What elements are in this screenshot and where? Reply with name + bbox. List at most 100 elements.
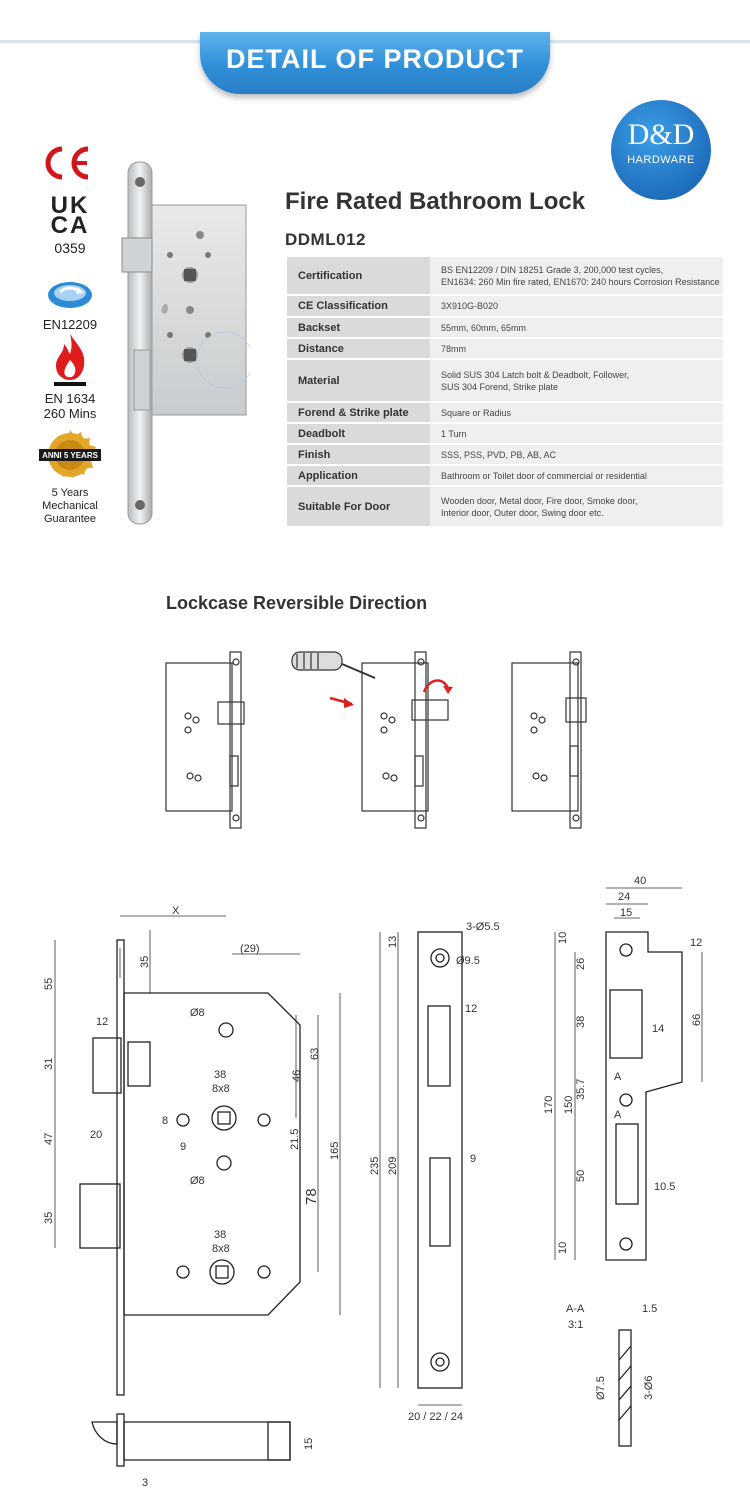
dim-label: 35 xyxy=(43,1212,55,1224)
dim-label: 20 xyxy=(90,1129,102,1141)
svg-text:ANNI 5 YEARS: ANNI 5 YEARS xyxy=(42,451,99,460)
reversible-step-1 xyxy=(165,651,245,829)
dim-label: 50 xyxy=(575,1170,587,1182)
dim-label: 46 xyxy=(291,1070,303,1082)
dim-label: 9 xyxy=(470,1153,476,1165)
dim-label: 3 xyxy=(142,1477,148,1489)
logo-main-text: D&D xyxy=(627,118,695,151)
dim-label: (29) xyxy=(240,943,260,955)
dim-label: 24 xyxy=(618,891,630,903)
dim-label: 35 xyxy=(139,956,151,968)
en1634-sub: 260 Mins xyxy=(43,406,97,421)
dim-label: 66 xyxy=(691,1014,703,1026)
dim-label: 63 xyxy=(309,1048,321,1060)
en12209-cert: EN12209 xyxy=(20,278,120,332)
table-row: CE Classification 3X910G-B020 xyxy=(287,295,723,318)
dim-label: 38 xyxy=(575,1016,587,1028)
en12209-icon xyxy=(48,282,92,308)
spec-value: Square or Radius xyxy=(430,402,723,424)
dim-label: Ø9.5 xyxy=(456,955,480,967)
table-row: Material Solid SUS 304 Latch bolt & Dead… xyxy=(287,359,723,403)
dim-label: Ø8 xyxy=(190,1175,205,1187)
dim-label: 8x8 xyxy=(212,1243,230,1255)
warranty-badge-icon: ANNI 5 YEARS xyxy=(39,430,101,478)
dim-label: 8x8 xyxy=(212,1083,230,1095)
dim-label: 3-Ø5.5 xyxy=(466,921,500,933)
dim-label: 165 xyxy=(329,1142,341,1160)
reversible-section-title: Lockcase Reversible Direction xyxy=(166,593,428,613)
dim-label: 12 xyxy=(96,1016,108,1028)
dim-label: 8 xyxy=(162,1115,168,1127)
technical-drawing: X (29) 35 55 12 Ø8 31 38 8x8 46 63 8 9 4… xyxy=(43,875,703,1489)
dim-label: 1.5 xyxy=(642,1303,657,1315)
dim-label: 12 xyxy=(465,1003,477,1015)
dim-label: 40 xyxy=(634,875,646,887)
lock-forend xyxy=(127,161,153,525)
dim-label: 10.5 xyxy=(654,1181,675,1193)
dim-label: 10 xyxy=(557,932,569,944)
forend-plate xyxy=(417,931,463,1389)
latch-side-view xyxy=(91,1413,291,1467)
spec-key: Distance xyxy=(287,338,430,360)
dim-label: 3:1 xyxy=(568,1319,583,1331)
table-row: Backset 55mm, 60mm, 65mm xyxy=(287,317,723,339)
dim-label: 21.5 xyxy=(289,1129,301,1150)
strike-plate xyxy=(605,931,683,1261)
en12209-label: EN12209 xyxy=(42,317,98,332)
spec-value: 55mm, 60mm, 65mm xyxy=(430,317,723,339)
rotate-arrow-icon xyxy=(422,679,453,694)
fire-icon xyxy=(54,334,86,386)
spec-value: Wooden door, Metal door, Fire door, Smok… xyxy=(430,486,723,528)
section-aa xyxy=(618,1329,632,1447)
dim-label: 15 xyxy=(620,907,632,919)
brand-logo: D&D HARDWARE xyxy=(611,100,711,200)
dim-label: 13 xyxy=(387,936,399,948)
dim-label: 20 / 22 / 24 xyxy=(408,1411,463,1423)
dim-label: 14 xyxy=(652,1023,664,1035)
spec-key: Application xyxy=(287,465,430,487)
reversible-step-2 xyxy=(361,651,449,829)
dim-label: Ø8 xyxy=(190,1007,205,1019)
dim-label: 235 xyxy=(369,1157,381,1175)
spec-value: 78mm xyxy=(430,338,723,360)
dim-label: 55 xyxy=(43,978,55,990)
dim-label: 47 xyxy=(43,1133,55,1145)
dim-label: 3-Ø6 xyxy=(643,1376,655,1400)
spec-value: 3X910G-B020 xyxy=(430,295,723,318)
dim-label: 10 xyxy=(557,1242,569,1254)
dim-label: X xyxy=(172,905,180,917)
screwdriver-icon xyxy=(291,651,376,679)
dim-label: 35.7 xyxy=(575,1079,587,1100)
logo-sub-text: HARDWARE xyxy=(627,154,695,166)
reversible-step-3 xyxy=(511,651,587,829)
product-title: Fire Rated Bathroom Lock xyxy=(285,188,586,215)
dim-label: Ø7.5 xyxy=(595,1376,607,1400)
spec-key: CE Classification xyxy=(287,295,430,318)
spec-value: BS EN12209 / DIN 18251 Grade 3, 200,000 … xyxy=(430,257,723,296)
dim-label: 9 xyxy=(180,1141,186,1153)
warranty-label: 5 Years Mechanical Guarantee xyxy=(42,487,98,525)
dim-label: 38 xyxy=(214,1069,226,1081)
table-row: Certification BS EN12209 / DIN 18251 Gra… xyxy=(287,257,723,296)
table-row: Deadbolt 1 Turn xyxy=(287,423,723,445)
dimension-labels: X (29) 35 55 12 Ø8 31 38 8x8 46 63 8 9 4… xyxy=(43,875,703,1489)
en1634-cert: EN 1634 260 Mins xyxy=(20,332,120,421)
en1634-label: EN 1634 xyxy=(44,391,96,406)
spec-key: Material xyxy=(287,359,430,403)
spec-key: Certification xyxy=(287,257,430,296)
spec-key: Suitable For Door xyxy=(287,486,430,528)
dim-label: 31 xyxy=(43,1058,55,1070)
table-row: Distance 78mm xyxy=(287,338,723,360)
lockcase-outline xyxy=(79,939,301,1396)
dim-label: 209 xyxy=(387,1157,399,1175)
table-row: Application Bathroom or Toilet door of c… xyxy=(287,465,723,487)
reversible-diagram xyxy=(165,651,587,829)
ukca-code: 0359 xyxy=(54,240,86,256)
product-model: DDML012 xyxy=(285,230,366,249)
table-row: Finish SSS, PSS, PVD, PB, AB, AC xyxy=(287,444,723,466)
spec-key: Finish xyxy=(287,444,430,466)
banner-title: DETAIL OF PRODUCT xyxy=(226,44,524,74)
spec-table: Certification BS EN12209 / DIN 18251 Gra… xyxy=(287,257,723,528)
